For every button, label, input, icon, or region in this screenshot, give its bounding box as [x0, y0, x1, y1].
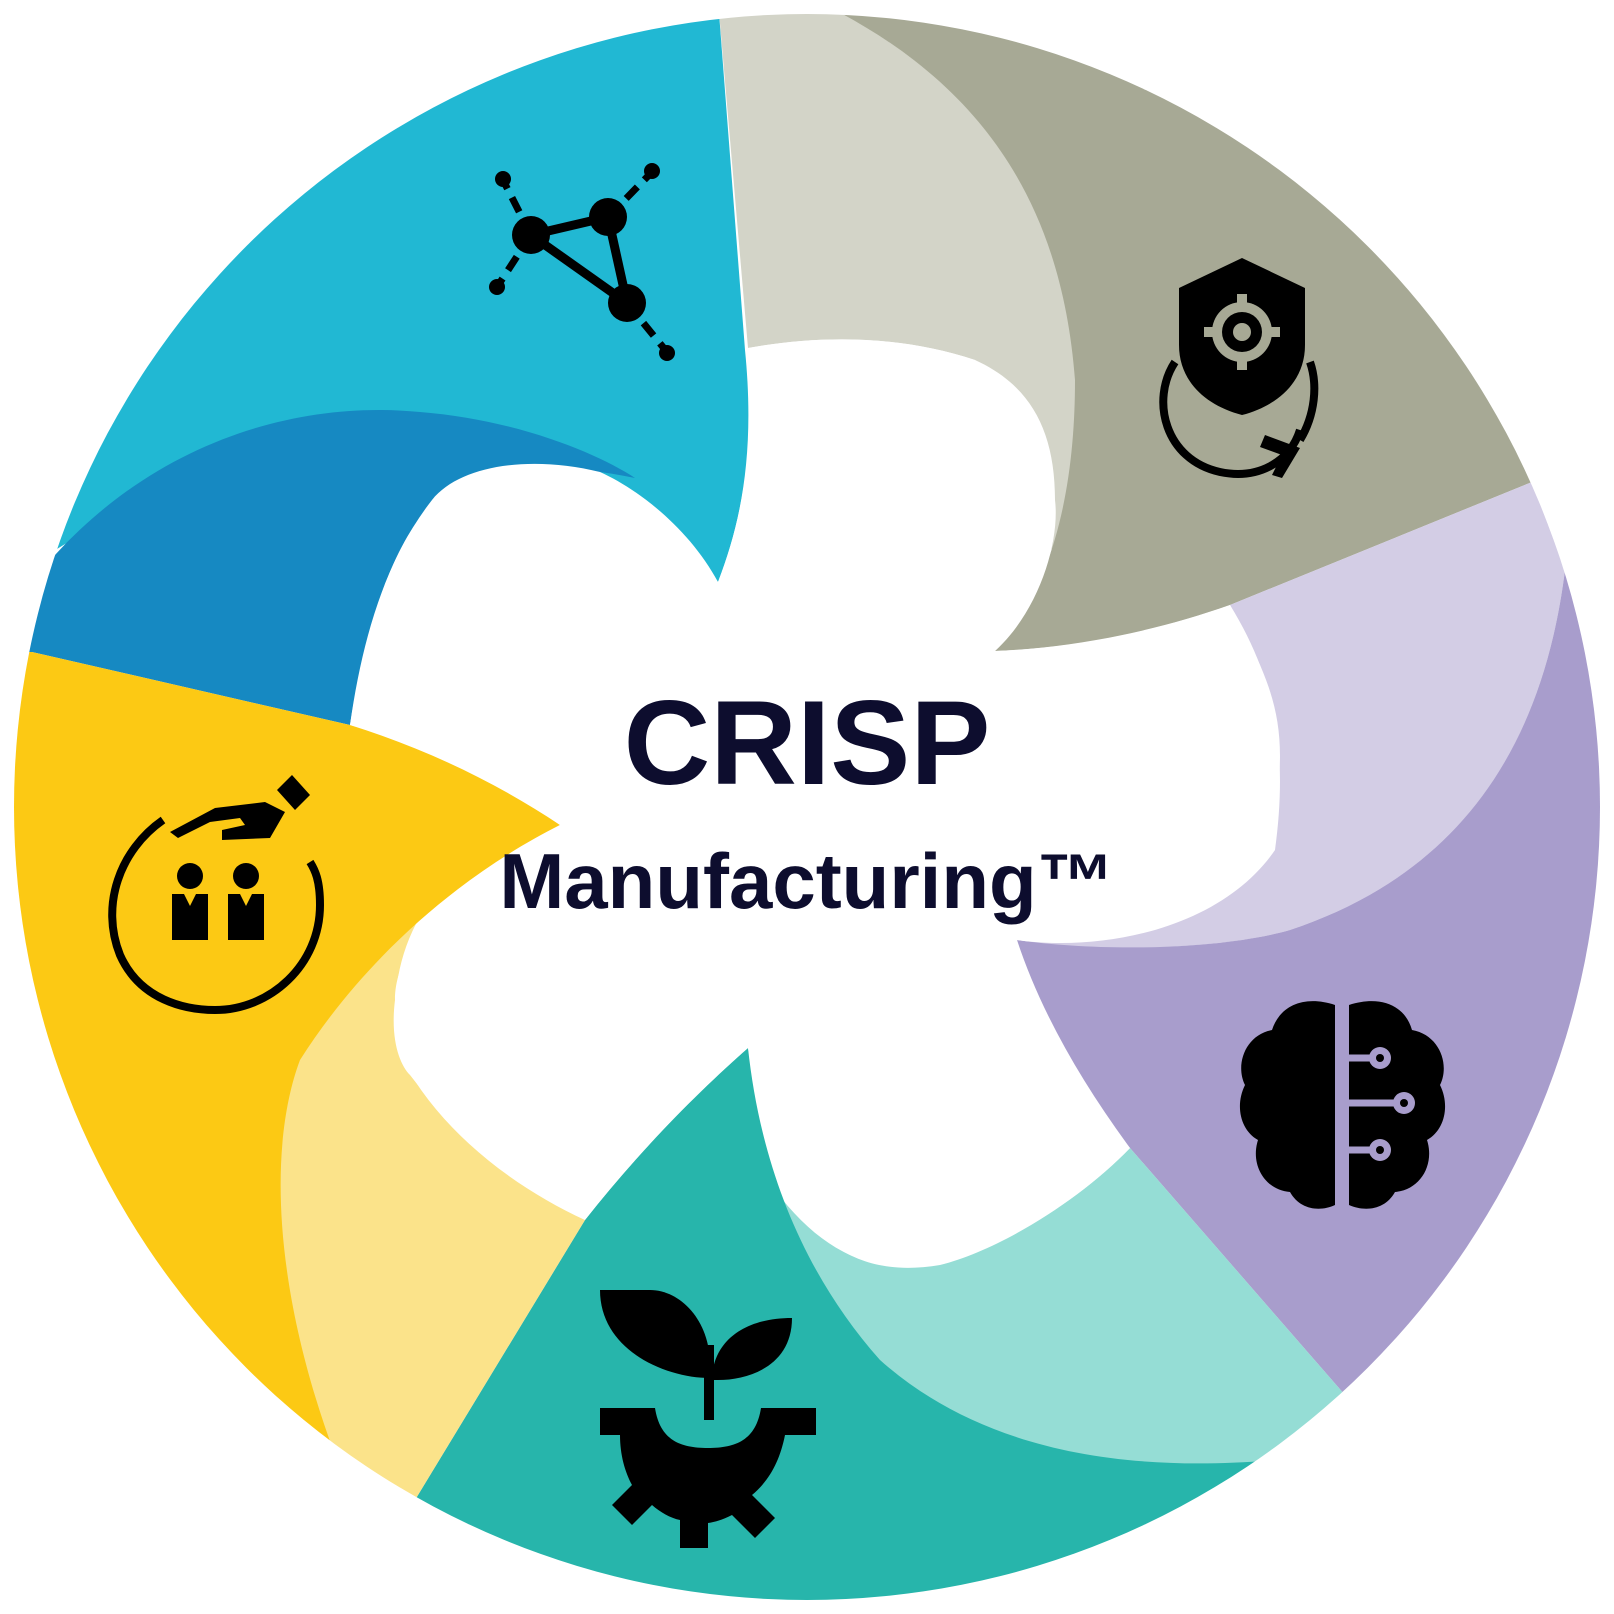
brain-circuit-icon: [1239, 1001, 1446, 1209]
network-nodes-icon: [489, 163, 675, 361]
segment-security-light: [718, 14, 1079, 560]
segment-sustainability-light: [775, 1148, 1345, 1466]
center-star: [350, 339, 1280, 1268]
plant-gear-icon: [600, 1290, 816, 1548]
segment-ai-light: [1020, 482, 1565, 948]
diagram-title: CRISP: [623, 676, 991, 810]
segment-network-dark: [14, 410, 635, 725]
diagram-subtitle: Manufacturing™: [499, 837, 1115, 925]
people-hand-cycle-icon: [108, 775, 325, 1015]
segment-people-light: [273, 860, 585, 1500]
shield-gear-cycle-icon: [1159, 258, 1319, 478]
